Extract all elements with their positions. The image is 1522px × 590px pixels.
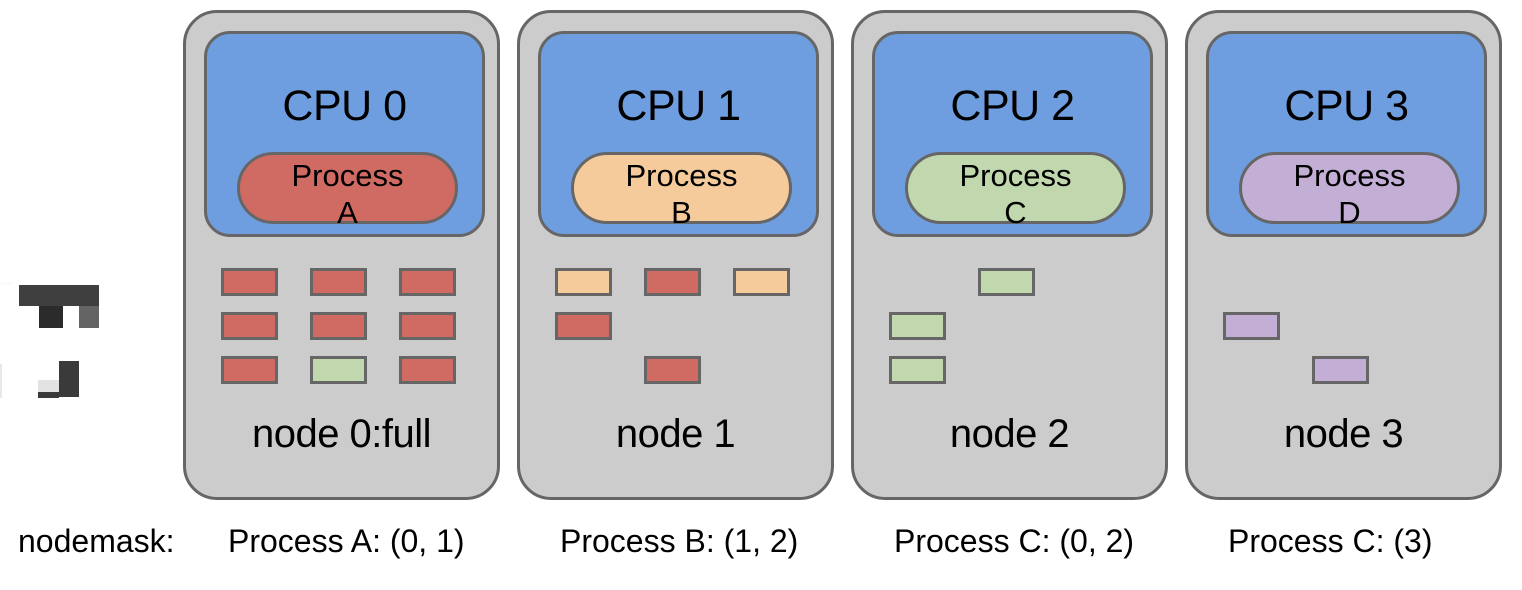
glyph-fragment-b — [19, 285, 99, 306]
nodemask-label-1: Process B: (1, 2) — [560, 523, 799, 559]
memory-block — [310, 268, 367, 296]
memory-block — [399, 356, 456, 384]
nodemask-prefix-label: nodemask: — [18, 523, 175, 559]
memory-block — [889, 356, 946, 384]
memory-block — [555, 268, 612, 296]
nodemask-label-2: Process C: (0, 2) — [894, 523, 1135, 559]
memory-grid-1 — [520, 258, 831, 398]
nodemask-label-3: Process C: (3) — [1228, 523, 1433, 559]
memory-block — [310, 312, 367, 340]
cpu-label-3: CPU 3 — [1284, 82, 1409, 130]
glyph-fragment-c — [39, 306, 63, 328]
memory-block — [889, 312, 946, 340]
process-id-1: B — [671, 195, 692, 230]
process-id-2: C — [1004, 195, 1027, 230]
glyph-fragment-h — [59, 361, 79, 397]
memory-block — [978, 268, 1035, 296]
process-name-2: Process — [959, 158, 1072, 193]
memory-block — [221, 356, 278, 384]
glyph-fragment-d — [79, 306, 99, 328]
nodemask-label-0: Process A: (0, 1) — [228, 523, 465, 559]
memory-block — [555, 312, 612, 340]
memory-grid-2 — [854, 258, 1165, 398]
process-id-3: D — [1338, 195, 1361, 230]
cpu-label-1: CPU 1 — [616, 82, 741, 130]
node-caption-0: node 0:full — [251, 412, 432, 456]
glyph-fragment-a — [0, 282, 14, 285]
node-caption-2: node 2 — [949, 412, 1070, 456]
process-name-0: Process — [291, 158, 404, 193]
memory-block — [221, 312, 278, 340]
memory-grid-0 — [186, 258, 497, 398]
process-name-3: Process — [1293, 158, 1406, 193]
memory-grid-3 — [1188, 258, 1499, 398]
memory-block — [644, 268, 701, 296]
memory-block — [644, 356, 701, 384]
glyph-fragment-g — [38, 392, 59, 398]
memory-block — [221, 268, 278, 296]
process-id-0: A — [337, 195, 358, 230]
memory-block — [399, 268, 456, 296]
glyph-fragment-e — [0, 364, 2, 398]
process-name-1: Process — [625, 158, 738, 193]
cpu-label-0: CPU 0 — [282, 82, 407, 130]
node-caption-3: node 3 — [1283, 412, 1404, 456]
memory-block — [733, 268, 790, 296]
cpu-label-2: CPU 2 — [950, 82, 1075, 130]
memory-block — [310, 356, 367, 384]
node-caption-1: node 1 — [615, 412, 736, 456]
memory-block — [1312, 356, 1369, 384]
memory-block — [399, 312, 456, 340]
memory-block — [1223, 312, 1280, 340]
